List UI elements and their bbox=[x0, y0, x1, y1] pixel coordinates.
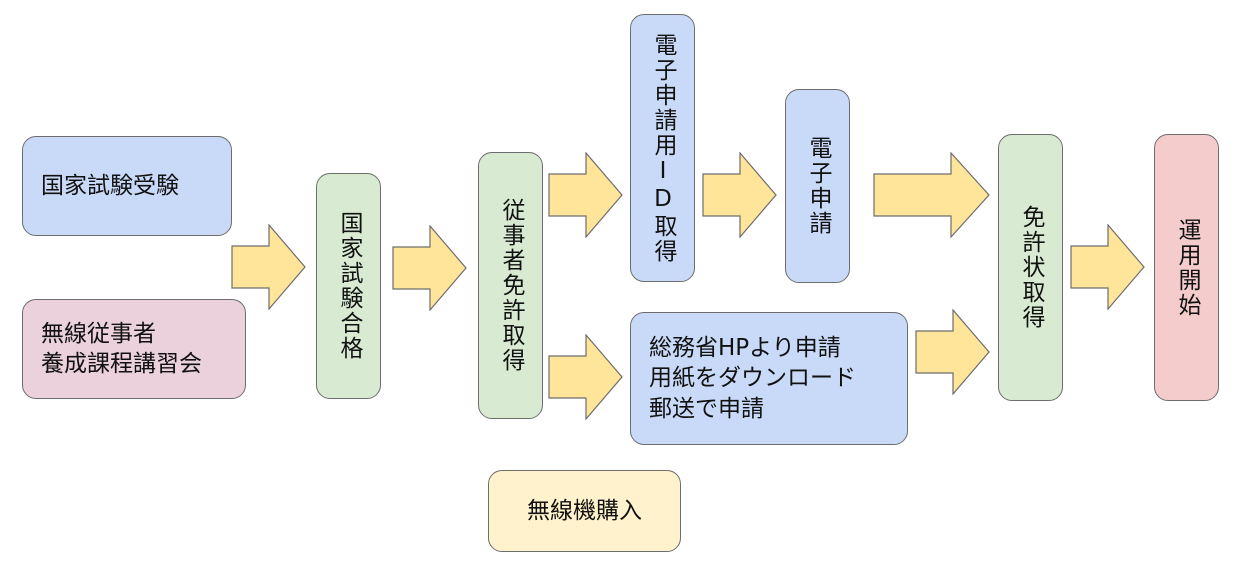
node-e-application-label: 電子申請 bbox=[805, 136, 831, 236]
node-buy-radio: 無線機購入 bbox=[488, 470, 681, 552]
node-exam-pass-label: 国家試験合格 bbox=[336, 211, 362, 361]
node-e-application: 電子申請 bbox=[785, 89, 850, 283]
node-mail-application-line-1: 総務省HPより申請 bbox=[649, 334, 841, 361]
arrow-to-exam-pass bbox=[231, 224, 306, 310]
node-training-course-line-2: 養成課程講習会 bbox=[41, 351, 202, 377]
arrow-to-e-app-id bbox=[548, 152, 623, 238]
arrow-to-mail-application bbox=[548, 334, 623, 420]
node-start-operation: 運用開始 bbox=[1154, 134, 1219, 401]
node-exam-pass: 国家試験合格 bbox=[316, 173, 381, 399]
node-operator-license-label: 従事者免許取得 bbox=[498, 198, 524, 373]
arrow-e-application-to-station-license bbox=[873, 152, 990, 238]
node-e-app-id: 電子申請用ID取得 bbox=[630, 14, 695, 282]
node-mail-application: 総務省HPより申請 用紙をダウンロード 郵送で申請 bbox=[630, 312, 908, 445]
node-start-operation-label: 運用開始 bbox=[1174, 217, 1200, 318]
arrow-mail-to-station-license bbox=[915, 309, 990, 395]
node-exam-taking-label: 国家試験受験 bbox=[41, 172, 179, 199]
arrow-to-operator-license bbox=[392, 225, 467, 311]
node-station-license-label: 免許状取得 bbox=[1018, 205, 1044, 330]
node-mail-application-line-2: 用紙をダウンロード bbox=[649, 365, 856, 392]
node-operator-license: 従事者免許取得 bbox=[478, 152, 543, 419]
arrow-to-e-application bbox=[702, 152, 777, 238]
node-buy-radio-label: 無線機購入 bbox=[527, 497, 642, 524]
arrow-to-start-operation bbox=[1070, 224, 1145, 310]
node-exam-taking: 国家試験受験 bbox=[22, 136, 232, 236]
node-training-course: 無線従事者 養成課程講習会 bbox=[22, 299, 246, 399]
node-mail-application-line-3: 郵送で申請 bbox=[649, 395, 764, 422]
node-training-course-line-1: 無線従事者 bbox=[41, 320, 156, 347]
node-training-course-text: 無線従事者 養成課程講習会 bbox=[41, 319, 202, 380]
node-station-license: 免許状取得 bbox=[998, 134, 1063, 401]
node-mail-application-text: 総務省HPより申請 用紙をダウンロード 郵送で申請 bbox=[649, 333, 856, 424]
node-e-app-id-label: 電子申請用ID取得 bbox=[650, 32, 676, 264]
